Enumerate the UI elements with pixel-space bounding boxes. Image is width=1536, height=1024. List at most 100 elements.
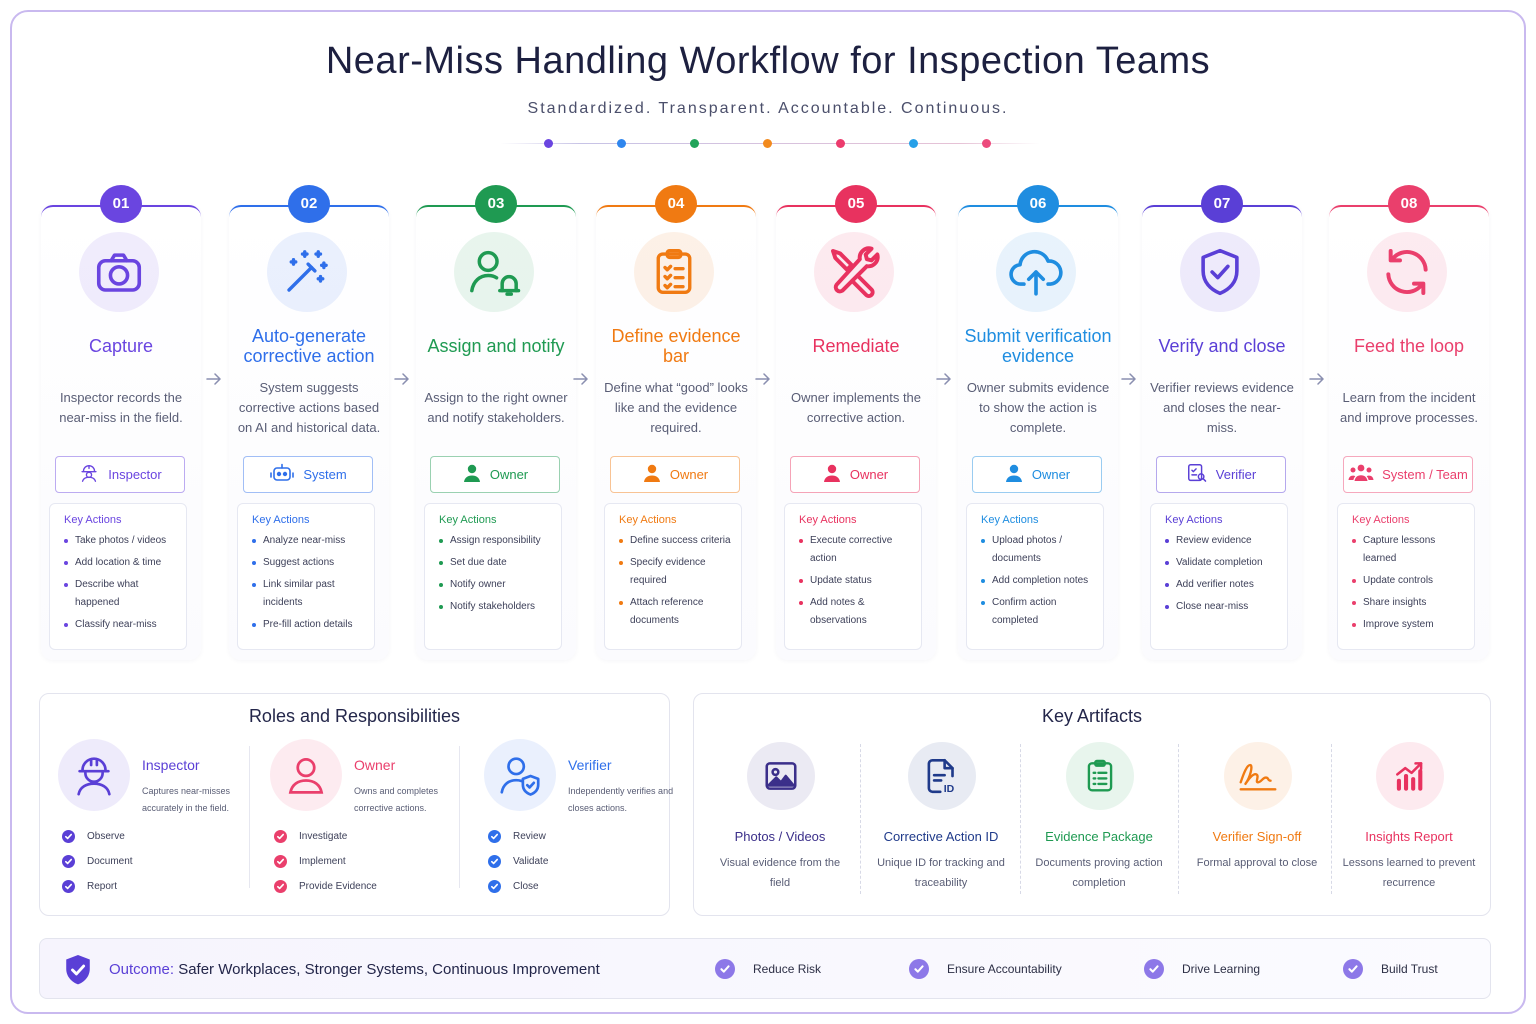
artifact-name: Insights Report — [1365, 829, 1453, 844]
step-card-remediate: 05 Remediate Owner implements the correc… — [776, 185, 936, 665]
refresh-loop-icon — [1367, 232, 1447, 312]
role-name: Owner — [354, 757, 396, 773]
list-item: Notify owner — [439, 576, 561, 594]
list-item: Provide Evidence — [274, 874, 377, 899]
hardhat-worker-icon — [58, 739, 130, 811]
role-description: Captures near-misses accurately in the f… — [142, 786, 231, 813]
step-description: Verifier reviews evidence and closes the… — [1150, 380, 1294, 435]
check-circle-icon — [1144, 959, 1164, 979]
key-actions-list: Take photos / videos Add location & time… — [64, 532, 186, 634]
list-item: Describe what happened — [64, 576, 186, 612]
arrow-right-icon — [394, 372, 410, 386]
list-item: Specify evidence required — [619, 554, 741, 590]
role-tag: Owner — [430, 456, 560, 493]
step-number: 02 — [288, 185, 330, 223]
role-tag: Inspector — [55, 456, 185, 493]
key-actions-list: Upload photos / documents Add completion… — [981, 532, 1103, 630]
step-number: 05 — [835, 185, 877, 223]
key-actions-box: Key Actions Assign responsibility Set du… — [424, 503, 562, 650]
step-card-capture: 01 Capture Inspector records the near-mi… — [41, 185, 201, 665]
step-card-define-evidence-bar: 04 Define evidence bar Define what “good… — [596, 185, 756, 665]
list-item: Attach reference documents — [619, 594, 741, 630]
list-item: Validate completion — [1165, 554, 1287, 572]
list-item: Report — [62, 874, 133, 899]
list-item: Share insights — [1352, 594, 1474, 612]
list-item: Assign responsibility — [439, 532, 561, 550]
role-name: Inspector — [142, 757, 200, 773]
arrow-right-icon — [755, 372, 771, 386]
artifact-description: Lessons learned to prevent recurrence — [1342, 857, 1476, 889]
key-actions-heading: Key Actions — [1352, 514, 1410, 526]
step-number: 01 — [100, 185, 142, 223]
list-item: Update controls — [1352, 572, 1474, 590]
role-task-list: Review Validate Close — [488, 824, 548, 899]
list-item: Upload photos / documents — [981, 532, 1103, 568]
step-description: Learn from the incident and improve proc… — [1339, 390, 1478, 425]
check-circle-icon — [909, 959, 929, 979]
step-description: Inspector records the near-miss in the f… — [59, 390, 183, 425]
role-verifier: Verifier Independently verifies and clos… — [484, 739, 673, 899]
role-description: Independently verifies and closes action… — [568, 786, 674, 813]
artifact-photos-videos: Photos / Videos Visual evidence from the… — [702, 739, 858, 899]
divider-dot — [544, 139, 553, 148]
shield-check-icon — [1180, 232, 1260, 312]
key-actions-list: Capture lessons learned Update controls … — [1352, 532, 1474, 634]
step-number: 08 — [1388, 185, 1430, 223]
divider-dot — [909, 139, 918, 148]
step-number: 07 — [1201, 185, 1243, 223]
list-item: Confirm action completed — [981, 594, 1103, 630]
role-inspector: Inspector Captures near-misses accuratel… — [58, 739, 253, 899]
page-subtitle: Standardized. Transparent. Accountable. … — [527, 100, 1009, 117]
team-icon — [1348, 463, 1374, 486]
user-shield-icon — [484, 739, 556, 811]
step-card-submit-evidence: 06 Submit verification evidence Owner su… — [958, 185, 1118, 665]
step-number: 03 — [475, 185, 517, 223]
step-name: Capture — [88, 336, 154, 356]
arrow-right-icon — [573, 372, 589, 386]
step-card-feed-the-loop: 08 Feed the loop Learn from the incident… — [1329, 185, 1489, 665]
artifact-insights-report: Insights Report Lessons learned to preve… — [1331, 739, 1487, 899]
person-icon — [462, 463, 482, 486]
camera-icon — [79, 232, 159, 312]
key-actions-box: Key Actions Define success criteria Spec… — [604, 503, 742, 650]
outcome-statement: Outcome: Safer Workplaces, Stronger Syst… — [109, 961, 600, 978]
artifact-description: Unique ID for tracking and traceability — [877, 857, 1005, 889]
outcome-item: Drive Learning — [1144, 959, 1260, 979]
artifact-name: Photos / Videos — [734, 829, 826, 844]
artifact-description: Formal approval to close — [1196, 857, 1318, 869]
cloud-upload-icon — [996, 232, 1076, 312]
divider — [860, 744, 861, 894]
divider-dot — [690, 139, 699, 148]
key-actions-list: Analyze near-miss Suggest actions Link s… — [252, 532, 374, 634]
list-item: Close — [488, 874, 548, 899]
artifacts-panel-title: Key Artifacts — [1041, 706, 1143, 726]
artifact-corrective-action-id: ID Corrective Action ID Unique ID for tr… — [863, 739, 1019, 899]
list-item: Add verifier notes — [1165, 576, 1287, 594]
check-circle-icon — [488, 855, 501, 868]
check-circle-icon — [62, 830, 75, 843]
step-description: Assign to the right owner and notify sta… — [424, 390, 568, 425]
check-circle-icon — [274, 880, 287, 893]
list-item: Validate — [488, 849, 548, 874]
page-title: Near-Miss Handling Workflow for Inspecti… — [325, 40, 1211, 82]
role-tag-label: Owner — [489, 467, 529, 482]
key-actions-box: Key Actions Upload photos / documents Ad… — [966, 503, 1104, 650]
key-actions-box: Key Actions Capture lessons learned Upda… — [1337, 503, 1475, 650]
check-circle-icon — [488, 830, 501, 843]
step-card-assign-notify: 03 Assign and notify Assign to the right… — [416, 185, 576, 665]
person-icon — [642, 463, 662, 486]
step-card-verify-close: 07 Verify and close Verifier reviews evi… — [1142, 185, 1302, 665]
list-item: Link similar past incidents — [252, 576, 374, 612]
list-item: Review evidence — [1165, 532, 1287, 550]
role-tag-label: Owner — [669, 467, 709, 482]
artifact-name: Verifier Sign-off — [1212, 829, 1302, 844]
role-tag-label: Inspector — [108, 467, 162, 482]
list-item: Set due date — [439, 554, 561, 572]
color-dot-divider — [500, 139, 1040, 148]
list-item: Take photos / videos — [64, 532, 186, 550]
list-item: Observe — [62, 824, 133, 849]
role-tag-label: Owner — [849, 467, 889, 482]
list-item: Notify stakeholders — [439, 598, 561, 616]
list-item: Add notes & observations — [799, 594, 921, 630]
step-number: 06 — [1017, 185, 1059, 223]
